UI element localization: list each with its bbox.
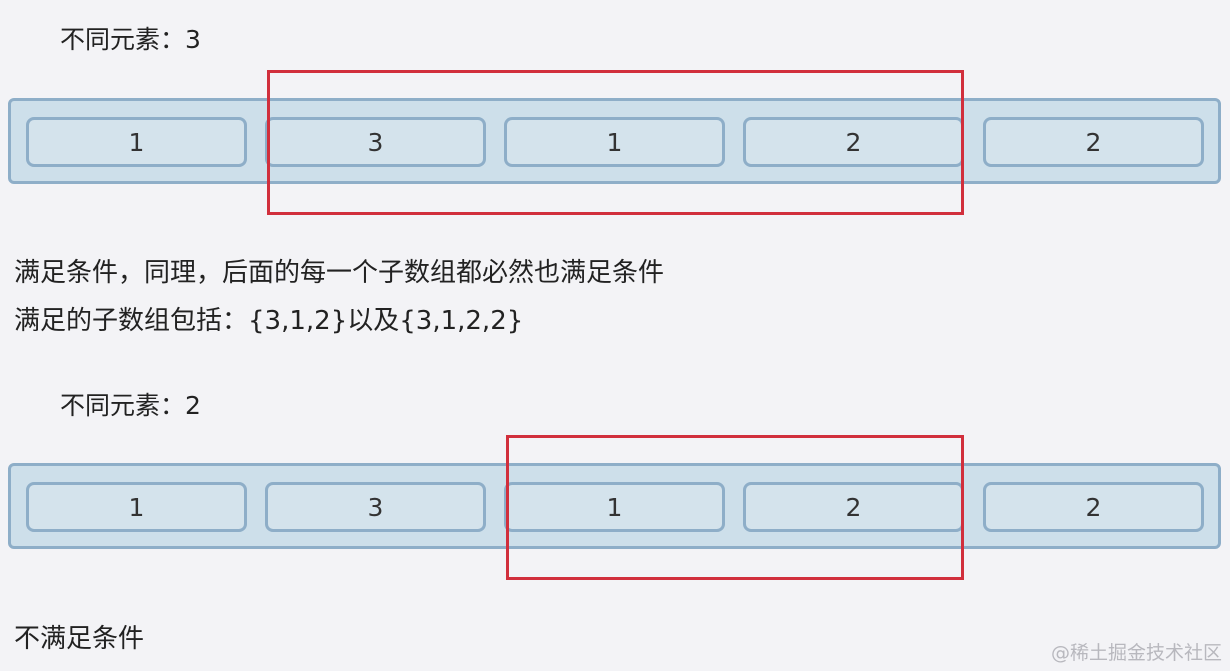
- explanation-line-2: 满足的子数组包括：{3,1,2}以及{3,1,2,2}: [14, 306, 524, 336]
- diagram-1-caption-value: 3: [185, 25, 201, 54]
- watermark: @稀土掘金技术社区: [1050, 642, 1222, 664]
- diagram-2-cell-2: 1: [504, 482, 725, 532]
- diagram-2-cell-1: 3: [265, 482, 486, 532]
- diagram-1-caption: 不同元素：3: [60, 20, 201, 56]
- explanation-line-1: 满足条件，同理，后面的每一个子数组都必然也满足条件: [14, 258, 665, 288]
- diagram-2-cell-0: 1: [26, 482, 247, 532]
- diagram-2-caption: 不同元素：2: [60, 386, 201, 422]
- diagram-1-cell-4: 2: [983, 117, 1204, 167]
- diagram-2-caption-prefix: 不同元素：: [60, 391, 186, 420]
- diagram-1-cell-2: 1: [504, 117, 725, 167]
- diagram-1-cell-3: 2: [743, 117, 964, 167]
- diagram-1-cell-1: 3: [265, 117, 486, 167]
- explanation-line-3: 不满足条件: [14, 624, 145, 654]
- diagram-2-cell-4: 2: [983, 482, 1204, 532]
- diagram-2-caption-value: 2: [185, 391, 201, 420]
- diagram-2-cell-3: 2: [743, 482, 964, 532]
- diagram-1-cell-0: 1: [26, 117, 247, 167]
- diagram-2-array: 1 3 1 2 2: [8, 463, 1221, 549]
- diagram-1-caption-prefix: 不同元素：: [60, 25, 186, 54]
- diagram-1-array: 1 3 1 2 2: [8, 98, 1221, 184]
